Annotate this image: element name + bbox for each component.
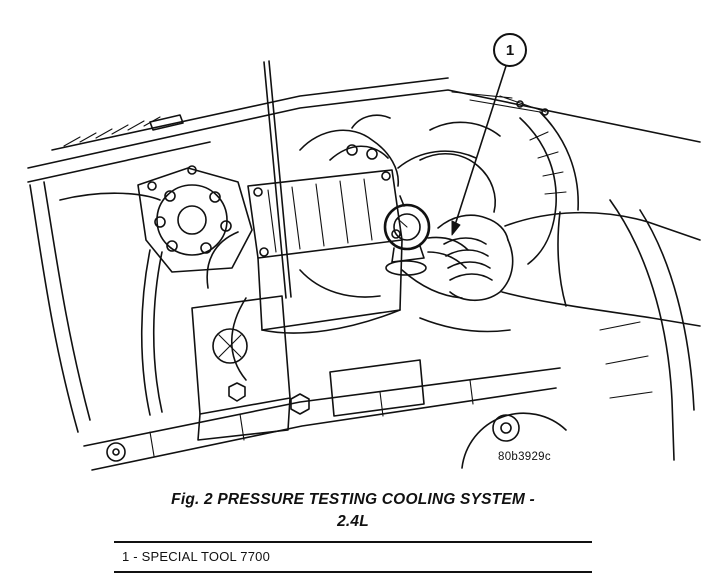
drawing-code: 80b3929c [498, 451, 551, 463]
air-duct [519, 111, 579, 265]
cowl-and-hood-lines [27, 77, 701, 201]
right-fender-lines [599, 199, 695, 461]
figure-caption: Fig. 2 PRESSURE TESTING COOLING SYSTEM -… [0, 489, 706, 533]
ignition-wires [299, 114, 501, 213]
callout-leader-line [451, 65, 507, 236]
engine-block [247, 169, 403, 334]
engine-bay-illustration: 1 80b3929c [27, 33, 701, 471]
figure-caption-line2: 2.4L [337, 513, 369, 530]
callout-1-badge: 1 [493, 33, 527, 67]
crossmember-lower [83, 269, 567, 471]
strut-tower [137, 167, 253, 273]
legend-item-special-tool: 1 - SPECIAL TOOL 7700 [122, 549, 270, 564]
figure-legend: 1 - SPECIAL TOOL 7700 [114, 541, 592, 573]
hand-and-arm [437, 211, 701, 327]
pressure-tester-tool [383, 195, 469, 276]
dipstick-rod [263, 60, 292, 299]
figure-caption-line1: Fig. 2 PRESSURE TESTING COOLING SYSTEM - [171, 491, 535, 508]
engine-line-art [27, 60, 701, 471]
left-hoses [140, 231, 247, 416]
callout-1-label: 1 [505, 41, 515, 59]
left-fender-lines [29, 181, 91, 433]
